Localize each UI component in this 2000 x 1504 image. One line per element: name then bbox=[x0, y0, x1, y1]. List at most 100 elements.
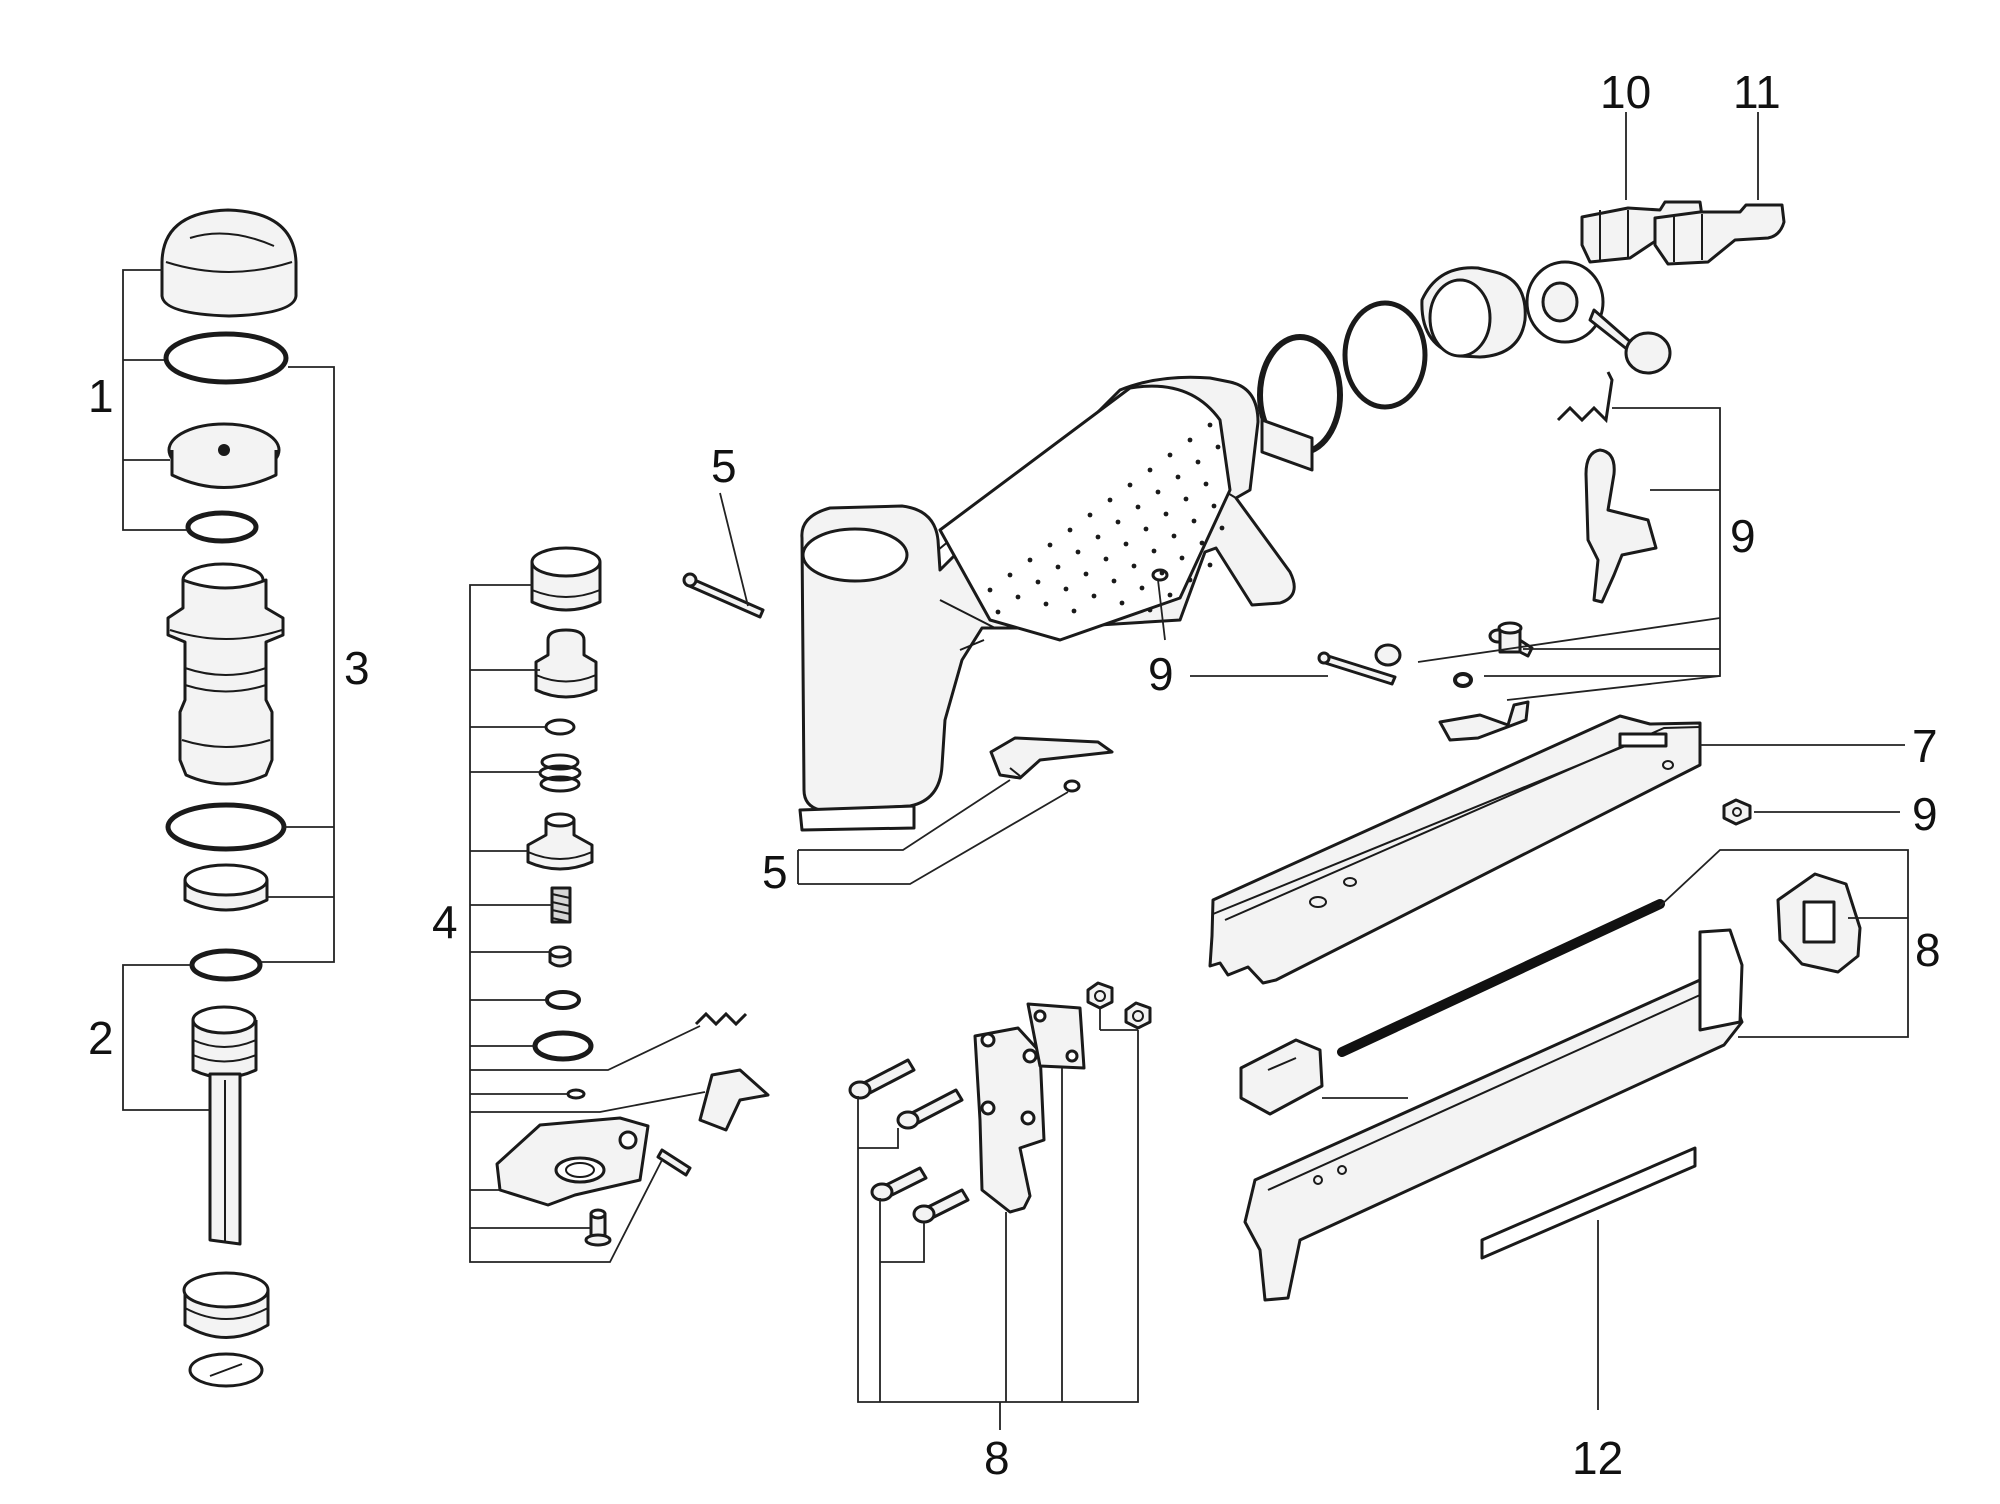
callout-4-leaders bbox=[469, 584, 706, 1263]
grip-dot bbox=[1095, 534, 1101, 540]
end-plug bbox=[1420, 266, 1527, 359]
grip-dot bbox=[1071, 608, 1077, 614]
small-o-ring bbox=[185, 510, 259, 544]
valve-piston bbox=[526, 812, 594, 871]
grip-dot bbox=[1163, 511, 1169, 517]
warning-label bbox=[1480, 1146, 1697, 1410]
grip-dot bbox=[987, 587, 993, 593]
callout-7: 7 bbox=[1912, 720, 1938, 772]
tool-housing bbox=[798, 375, 1296, 832]
valve-bushing bbox=[530, 546, 602, 612]
grip-dot bbox=[1043, 601, 1049, 607]
grip-dot bbox=[1195, 459, 1201, 465]
plug-cap bbox=[1525, 260, 1672, 375]
grip-dot bbox=[1127, 482, 1133, 488]
callout-9-nut: 9 bbox=[1912, 788, 1938, 840]
grip-dot bbox=[1215, 444, 1221, 450]
grip-dots bbox=[987, 422, 1225, 615]
trigger-lever bbox=[698, 1068, 770, 1132]
valve-housing-plate bbox=[495, 1116, 650, 1207]
callout-5-trigger: 5 bbox=[762, 846, 788, 898]
callout-10: 10 bbox=[1600, 66, 1651, 118]
grip-dot bbox=[1187, 577, 1193, 583]
grip-dot bbox=[1167, 592, 1173, 598]
latch-spring bbox=[1556, 371, 1614, 424]
latch-washer bbox=[1453, 672, 1473, 688]
end-o-ring bbox=[1342, 300, 1428, 410]
latch-lever bbox=[1584, 448, 1658, 604]
grip-dot bbox=[1087, 512, 1093, 518]
grip-dot bbox=[1207, 422, 1213, 428]
grip-dot bbox=[1183, 496, 1189, 502]
rear-cap bbox=[1257, 334, 1343, 472]
valve-cap bbox=[544, 718, 576, 736]
cylinder-seal-ring bbox=[183, 863, 269, 912]
grip-dot bbox=[1047, 542, 1053, 548]
compression-spring bbox=[550, 886, 572, 924]
grip-dot bbox=[995, 609, 1001, 615]
valve-spring bbox=[538, 753, 582, 793]
callout-2: 2 bbox=[88, 1012, 114, 1064]
callout-9-leaders bbox=[1157, 407, 1900, 813]
grip-dot bbox=[1143, 526, 1149, 532]
callout-11: 11 bbox=[1733, 66, 1781, 118]
grip-dot bbox=[1107, 497, 1113, 503]
grip-dot bbox=[1027, 557, 1033, 563]
callout-8-right-leaders bbox=[1322, 849, 1909, 1099]
trigger-clip bbox=[1063, 779, 1081, 793]
valve-small-seal bbox=[566, 1088, 586, 1100]
callout-9-latch: 9 bbox=[1730, 510, 1756, 562]
dowel-pin bbox=[656, 1148, 692, 1177]
callout-4: 4 bbox=[432, 896, 458, 948]
callout-labels: 1 2 3 4 5 5 7 8 8 9 9 9 10 11 12 bbox=[88, 66, 1941, 1484]
trigger bbox=[989, 736, 1114, 780]
grip-dot bbox=[1055, 564, 1061, 570]
callout-5-leaders bbox=[719, 492, 1069, 885]
grip-dot bbox=[1035, 579, 1041, 585]
socket-screws bbox=[848, 1058, 970, 1224]
nose-plate bbox=[1026, 1002, 1086, 1070]
body-clip bbox=[1151, 568, 1169, 582]
cap-screw bbox=[1497, 621, 1523, 654]
grip-dot bbox=[1103, 556, 1109, 562]
grip-dot bbox=[1015, 594, 1021, 600]
grip-dot bbox=[1135, 504, 1141, 510]
pusher bbox=[1239, 1038, 1324, 1116]
grip-dot bbox=[1119, 600, 1125, 606]
grip-dot bbox=[1063, 586, 1069, 592]
hex-nut-a bbox=[1086, 981, 1114, 1010]
cylinder-o-ring bbox=[165, 802, 287, 852]
grip-dot bbox=[1115, 519, 1121, 525]
callout-9-body: 9 bbox=[1148, 648, 1174, 700]
grip-dot bbox=[1147, 467, 1153, 473]
cap-o-ring bbox=[163, 331, 289, 385]
grip-dot bbox=[1187, 437, 1193, 443]
grip-dot bbox=[1147, 607, 1153, 613]
callout-3: 3 bbox=[344, 642, 370, 694]
trigger-spring bbox=[694, 1011, 748, 1027]
valve-washer bbox=[545, 990, 581, 1010]
valve-o-ring bbox=[532, 1030, 594, 1062]
callout-10-11-leaders bbox=[1625, 112, 1759, 200]
valve-assembly bbox=[495, 546, 770, 1247]
grip-dot bbox=[1131, 563, 1137, 569]
top-cap bbox=[160, 208, 298, 318]
grip-dot bbox=[1207, 562, 1213, 568]
grip-dot bbox=[1211, 503, 1217, 509]
air-fitting-11 bbox=[1653, 203, 1786, 266]
grip-dot bbox=[1175, 474, 1181, 480]
grip-dot bbox=[1075, 549, 1081, 555]
bumper bbox=[182, 1271, 270, 1339]
callout-8-bottom-leaders bbox=[857, 1008, 1139, 1430]
feed-spring bbox=[1337, 899, 1665, 1057]
callout-1: 1 bbox=[88, 370, 114, 422]
valve-pin bbox=[548, 945, 572, 968]
grip-dot bbox=[1191, 518, 1197, 524]
trigger-pin bbox=[682, 572, 765, 619]
callout-8-nose: 8 bbox=[984, 1432, 1010, 1484]
latch-bracket bbox=[1438, 700, 1530, 742]
end-cap bbox=[1776, 872, 1862, 974]
grip-dot bbox=[1155, 489, 1161, 495]
